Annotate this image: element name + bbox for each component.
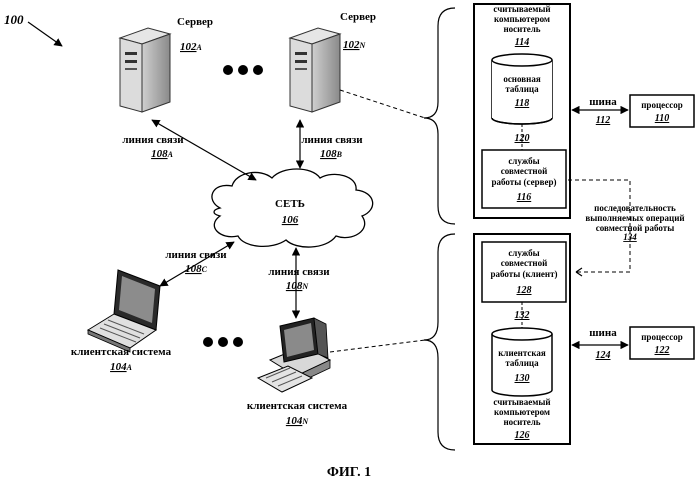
client-ellipsis <box>203 337 243 347</box>
server-service-line-1: службы <box>508 156 539 166</box>
server-internal-ref: 120 <box>515 133 530 144</box>
server-media-line-3: носитель <box>503 24 540 34</box>
processor-top-label: процессор <box>641 100 682 110</box>
server-media-line-1: считываемый <box>493 4 550 14</box>
client-media-ref: 126 <box>515 430 530 441</box>
figure-ref-arrow <box>28 22 62 46</box>
main-table-line-2: таблица <box>505 84 539 94</box>
network-label: СЕТЬ <box>275 198 305 210</box>
client-n-label: клиентская система <box>247 400 348 412</box>
server-a-ref: 102A <box>180 41 203 53</box>
link-c-label: линия связи <box>165 249 227 261</box>
client-table-ref: 130 <box>515 373 530 384</box>
client-media-line-3: носитель <box>503 417 540 427</box>
sequence-ref: 134 <box>623 232 637 242</box>
server-service-line-3: работы (сервер) <box>492 177 557 187</box>
figure-ref: 100 <box>4 12 24 27</box>
link-c-ref: 108C <box>185 263 208 275</box>
client-a-label: клиентская система <box>71 346 172 358</box>
client-service-line-1: службы <box>508 248 539 258</box>
server-service-line-2: совместной <box>501 166 548 176</box>
server-media-line-2: компьютером <box>494 14 550 24</box>
sequence-line-2: выполняемых операций <box>585 213 684 223</box>
server-n-ref: 102N <box>343 39 367 51</box>
main-table-line-1: основная <box>503 74 541 84</box>
link-b-label: линия связи <box>301 134 363 146</box>
client-bracket <box>424 234 455 450</box>
client-a-ref: 104A <box>110 361 133 373</box>
client-media-line-2: компьютером <box>494 407 550 417</box>
network-ref: 106 <box>282 214 299 226</box>
server-bracket <box>424 8 455 224</box>
laptop-icon <box>88 270 160 352</box>
client-service-line-2: совместной <box>501 258 548 268</box>
bus-top-label: шина <box>589 96 617 108</box>
server-icon <box>120 28 170 112</box>
processor-bottom-ref: 122 <box>655 345 670 356</box>
bus-top-ref: 112 <box>596 115 610 126</box>
main-table-ref: 118 <box>515 98 529 109</box>
link-a-label: линия связи <box>122 134 184 146</box>
server-n-label: Сервер <box>340 11 376 23</box>
server-n-connector <box>340 90 425 118</box>
client-n-ref: 104N <box>286 415 310 427</box>
link-n-label: линия связи <box>268 266 330 278</box>
desktop-icon <box>258 318 330 392</box>
client-service-line-3: работы (клиент) <box>491 269 558 279</box>
client-table-line-2: таблица <box>505 358 539 368</box>
processor-bottom-label: процессор <box>641 332 682 342</box>
client-internal-ref: 132 <box>515 310 530 321</box>
processor-top-ref: 110 <box>655 113 669 124</box>
server-media-ref: 114 <box>515 37 529 48</box>
client-n-connector <box>330 340 425 352</box>
figure-caption: ФИГ. 1 <box>327 465 371 480</box>
server-ellipsis <box>223 65 263 75</box>
client-service-ref: 128 <box>517 285 532 296</box>
server-icon <box>290 28 340 112</box>
client-table-line-1: клиентская <box>498 348 546 358</box>
server-service-ref: 116 <box>517 192 531 203</box>
client-media-line-1: считываемый <box>493 397 550 407</box>
link-a-ref: 108A <box>151 148 174 160</box>
link-b-ref: 108B <box>320 148 343 160</box>
server-a-label: Сервер <box>177 16 213 28</box>
sequence-line-1: последовательность <box>594 203 676 213</box>
bus-bottom-ref: 124 <box>596 350 611 361</box>
link-n-ref: 108N <box>286 280 310 292</box>
bus-bottom-label: шина <box>589 327 617 339</box>
